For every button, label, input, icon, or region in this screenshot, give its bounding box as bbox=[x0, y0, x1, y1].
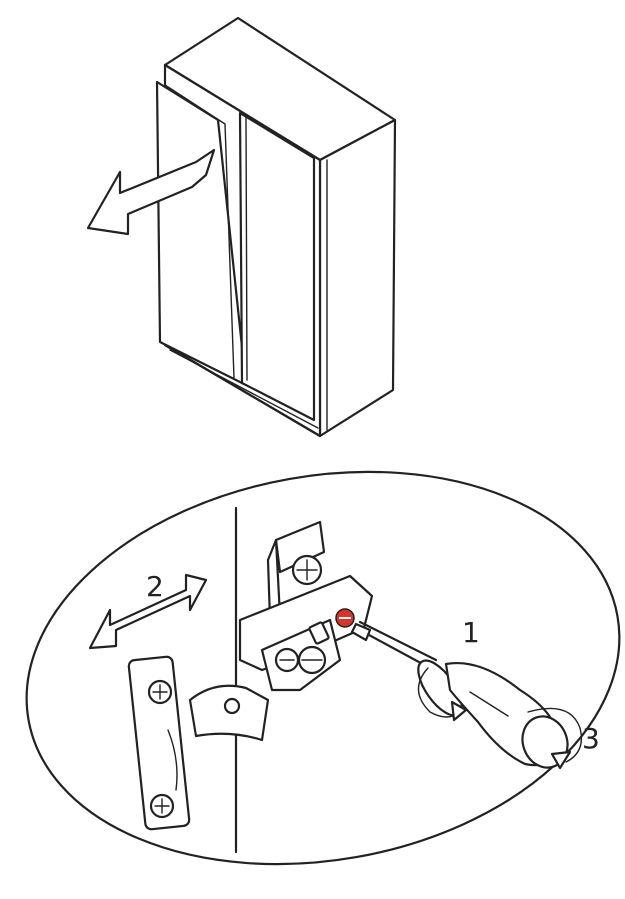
detail-oval: 1 2 3 bbox=[25, 470, 621, 866]
hinge-cup-plate bbox=[127, 655, 191, 831]
door-double-arrow-icon bbox=[86, 148, 216, 236]
cabinet-illustration bbox=[86, 16, 397, 438]
hinge-icon bbox=[188, 574, 374, 742]
cabinet-right-side bbox=[318, 118, 397, 438]
step-label-3: 3 bbox=[582, 722, 600, 755]
detail-outline bbox=[25, 470, 621, 866]
screwdriver-icon bbox=[350, 620, 583, 770]
step-label-2: 2 bbox=[146, 570, 164, 603]
move-double-arrow-icon bbox=[88, 573, 208, 650]
right-door bbox=[238, 111, 316, 422]
step-label-1: 1 bbox=[462, 616, 480, 649]
